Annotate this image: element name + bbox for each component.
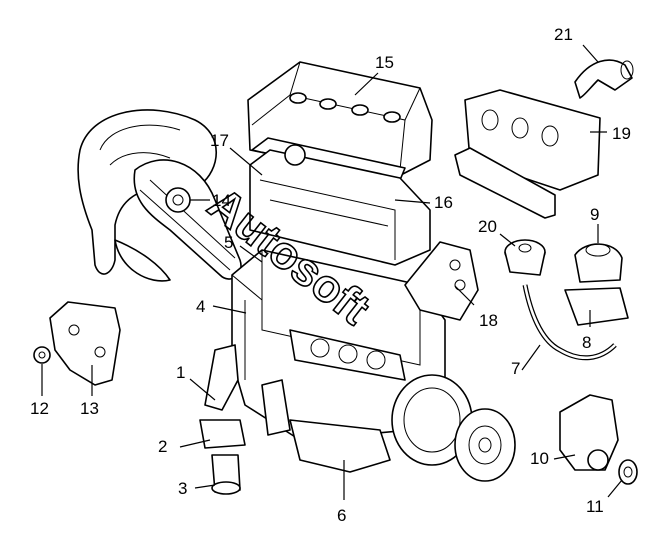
label-10: 10 — [530, 449, 549, 468]
label-21: 21 — [554, 25, 573, 44]
vacuum-actuator — [564, 243, 629, 326]
label-15: 15 — [375, 53, 394, 72]
oil-pickup-assembly — [199, 344, 246, 495]
label-18: 18 — [479, 311, 498, 330]
label-14: 14 — [212, 191, 231, 210]
label-11: 11 — [586, 497, 604, 516]
label-13: 13 — [80, 399, 99, 418]
crank-pulley — [391, 374, 516, 482]
bracket-10 — [559, 394, 638, 485]
label-1: 1 — [176, 363, 185, 382]
intake-pipe — [574, 59, 634, 99]
cylinder-head — [249, 144, 431, 266]
label-2: 2 — [158, 437, 167, 456]
label-4: 4 — [196, 297, 205, 316]
hose — [522, 284, 617, 361]
label-8: 8 — [582, 333, 591, 352]
label-7: 7 — [511, 359, 520, 378]
label-6: 6 — [337, 506, 346, 525]
label-19: 19 — [612, 124, 631, 143]
label-9: 9 — [590, 205, 599, 224]
label-5: 5 — [224, 233, 233, 252]
label-3: 3 — [178, 479, 187, 498]
oil-sump — [261, 379, 391, 473]
leader-lines — [41, 44, 623, 500]
bracket-18 — [404, 241, 479, 321]
egr-valve — [504, 239, 546, 276]
part-labels: 1 2 3 4 5 6 7 8 9 10 11 12 13 14 15 16 1… — [30, 25, 631, 525]
timing-belt-assembly — [77, 109, 242, 282]
label-17: 17 — [210, 131, 229, 150]
label-16: 16 — [434, 193, 453, 212]
label-20: 20 — [478, 217, 497, 236]
label-12: 12 — [30, 399, 49, 418]
engine-mount-left — [33, 301, 121, 386]
manifold — [454, 89, 601, 219]
